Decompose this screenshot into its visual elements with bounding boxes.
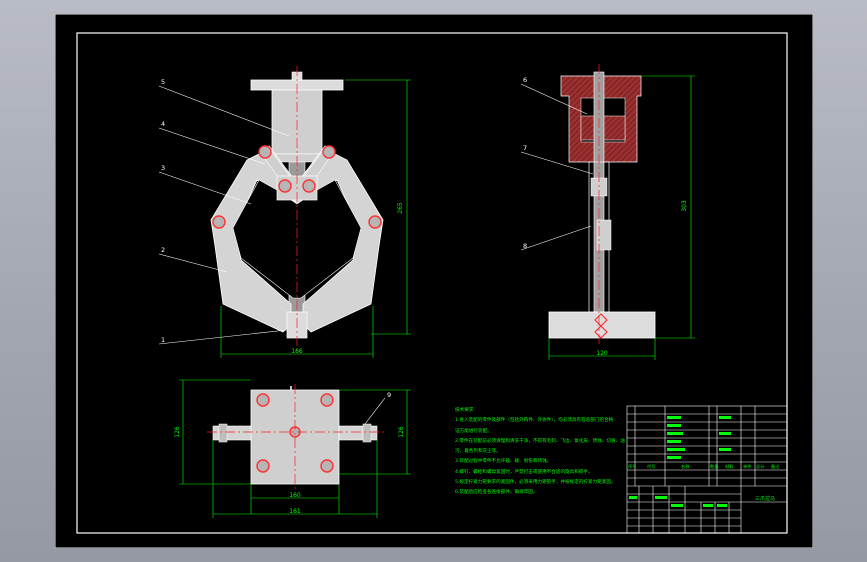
header-unit: 单件 [743,463,751,470]
header-no: 序号 [628,463,636,470]
front-width-dimension: 166 [291,348,303,355]
drawing-name: 三爪拉马 [755,495,775,502]
part-label-5: 5 [161,78,165,86]
notes-line-6: 4.螺钉、螺栓和螺母紧固时，严禁打击或使用不合适的旋具和扳手。 [455,469,593,475]
title-block [626,405,788,534]
part-label-9: 9 [387,391,391,399]
part-label-4: 4 [161,120,165,128]
part-label-7: 7 [523,144,527,152]
plan-right-slide [338,425,378,441]
plan-right-height-dimension: 126 [398,426,405,438]
header-material: 材料 [725,463,734,470]
plan-dimensions [179,379,411,518]
sheet-inner-frame [76,32,788,534]
side-dimensions [548,75,695,360]
plan-view: 126 126 160 161 9 [174,379,411,518]
header-total: 总计 [756,463,764,470]
title-block-text: 序号 代号 名称 数量 材料 单件 总计 备注 三爪拉马 [628,463,780,502]
plan-left-slide [212,425,252,441]
front-view: 265 166 5 4 3 2 1 [158,66,411,358]
part-label-8: 8 [523,242,527,250]
header-remark: 备注 [771,463,780,470]
plan-outer-width-dimension: 161 [289,508,301,515]
notes-line-8: 6.装配后应检查各连接部件，确保牢固。 [455,490,538,496]
sheet-outer-border [55,14,813,548]
notes-line-5: 3.装配过程中零件不允许磕、碰、划伤和锈蚀。 [455,459,552,465]
part-label-2: 2 [161,246,165,254]
side-width-dimension: 120 [596,350,608,357]
side-leaders [520,83,594,251]
notes-line-2: 证方能进行装配。 [455,428,492,434]
part-label-3: 3 [161,164,165,172]
front-dimensions [220,79,411,358]
part-label-6: 6 [523,76,527,84]
header-qty: 数量 [710,463,718,470]
notes-line-4: 污、着色剂和灰尘等。 [455,449,501,455]
side-view: 303 120 6 7 8 [520,64,695,360]
notes-title: 技术要求 [455,408,474,413]
technical-requirements: 技术要求 1.进入装配的零件及部件（包括外购件、外协件），均必须具有检验部门的合… [455,406,625,499]
header-name: 名称 [681,463,689,470]
notes-line-3: 2.零件在装配前必须清理和清洗干净，不得有毛刺、飞边、氧化皮、锈蚀、切屑、油 [455,438,625,444]
notes-line-1: 1.进入装配的零件及部件（包括外购件、外协件），均必须具有检验部门的合格 [455,418,614,424]
front-height-dimension: 265 [397,202,404,214]
side-height-dimension: 303 [681,200,688,212]
front-leaders [158,85,290,345]
header-code: 代号 [647,463,655,470]
pin-holes [212,145,382,229]
plan-left-height-dimension: 126 [174,426,181,438]
plan-inner-width-dimension: 160 [289,492,301,499]
part-label-1: 1 [161,336,165,344]
drawing-sheet: 265 166 5 4 3 2 1 [55,14,813,548]
notes-line-7: 5.规定拧紧力矩要求的紧固件，必须采用力矩扳手，并按规定的拧紧力矩紧固。 [455,480,616,486]
